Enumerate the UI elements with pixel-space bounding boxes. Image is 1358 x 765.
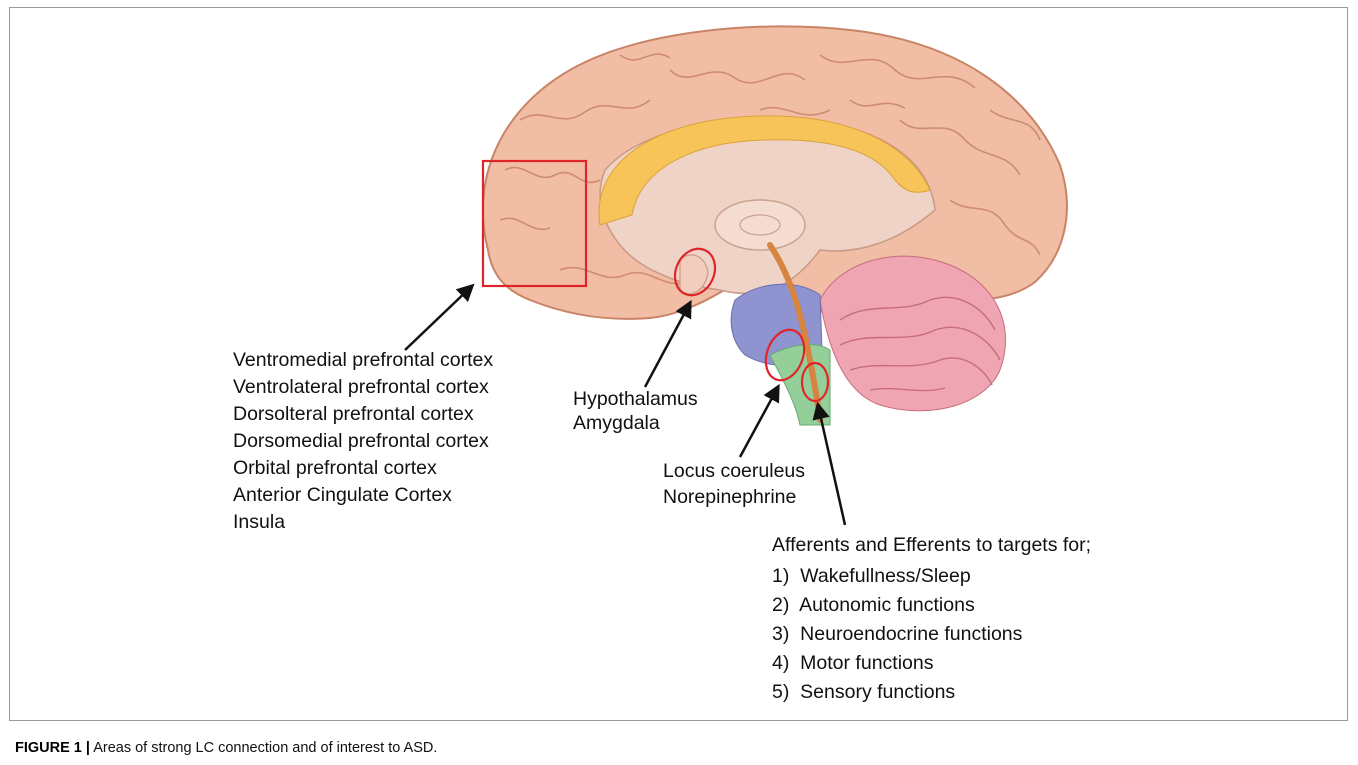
pfc-line: Ventromedial prefrontal cortex: [233, 347, 493, 374]
hypothalamus-line: Hypothalamus: [573, 387, 698, 411]
targets-heading: Afferents and Efferents to targets for;: [772, 531, 1091, 560]
figure-caption: FIGURE 1 | Areas of strong LC connection…: [15, 740, 437, 756]
target-item: 3) Neuroendocrine functions: [772, 620, 1091, 649]
targets-list: Afferents and Efferents to targets for; …: [772, 531, 1091, 707]
pfc-line: Dorsomedial prefrontal cortex: [233, 428, 493, 455]
thalamus: [715, 200, 805, 250]
locus-coeruleus-line: Locus coeruleus: [663, 458, 805, 484]
pfc-line: Orbital prefrontal cortex: [233, 455, 493, 482]
locus-coeruleus-label: Locus coeruleus Norepinephrine: [663, 458, 805, 510]
hypothalamus-amygdala-label: Hypothalamus Amygdala: [573, 387, 698, 435]
target-item: 5) Sensory functions: [772, 678, 1091, 707]
pfc-arrow: [405, 286, 472, 350]
prefrontal-regions-label: Ventromedial prefrontal cortex Ventrolat…: [233, 347, 493, 536]
target-item: 4) Motor functions: [772, 649, 1091, 678]
lc-arrow: [740, 387, 778, 457]
figure-number: FIGURE 1 |: [15, 740, 90, 756]
targets-arrow: [818, 405, 845, 525]
norepinephrine-line: Norepinephrine: [663, 484, 805, 510]
pfc-line: Dorsolteral prefrontal cortex: [233, 401, 493, 428]
amygdala-line: Amygdala: [573, 411, 698, 435]
target-item: 2) Autonomic functions: [772, 591, 1091, 620]
caption-text: Areas of strong LC connection and of int…: [90, 740, 437, 756]
pfc-line: Insula: [233, 509, 493, 536]
pfc-line: Ventrolateral prefrontal cortex: [233, 374, 493, 401]
pfc-line: Anterior Cingulate Cortex: [233, 482, 493, 509]
target-item: 1) Wakefullness/Sleep: [772, 562, 1091, 591]
